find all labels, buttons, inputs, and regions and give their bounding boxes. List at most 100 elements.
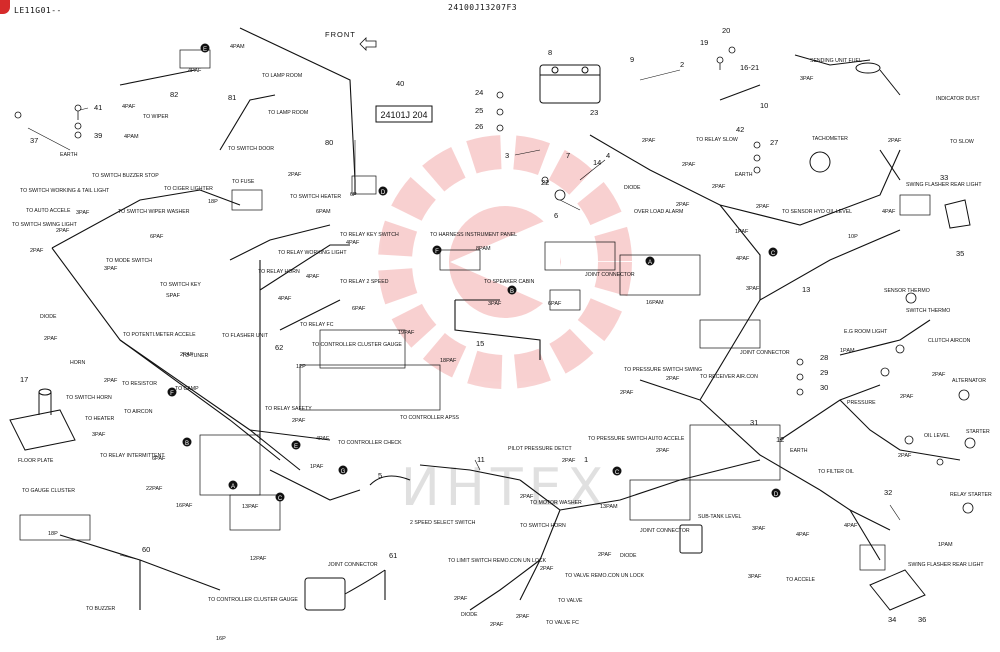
label-camp: TO CAMP (175, 386, 199, 392)
svg-text:F: F (435, 249, 439, 255)
conn-4paf-flasher: 4PAF (882, 209, 896, 215)
hardware-symbols (14, 46, 976, 514)
label-pilot-pressure: PILOT PRESSURE DETCT (508, 446, 572, 452)
conn-4paf-fc: 4PAF (278, 296, 292, 302)
marker-b-1: B (507, 285, 517, 295)
conn-12p: 12P (296, 364, 306, 370)
label-lamp-room-1: TO LAMP ROOM (262, 73, 302, 79)
marker-e-2: E (291, 440, 301, 450)
conn-2paf-auto: 2PAF (656, 448, 670, 454)
callout-6: 6 (554, 211, 558, 220)
callout-80: 80 (325, 138, 333, 147)
conn-2paf-fuse: 2PAF (288, 172, 302, 178)
conn-3paf-c: 3PAF (746, 286, 760, 292)
label-switch-key: TO SWITCH KEY (160, 282, 201, 288)
label-relay-fc: TO RELAY FC (300, 322, 334, 328)
front-arrow-icon (359, 37, 377, 51)
conn-19paf: 19PAF (398, 330, 415, 336)
conn-4paf-wiper: 4PAF (122, 104, 136, 110)
label-switch-thermo: SWITCH THERMO (906, 308, 950, 314)
conn-2paf-pr-sw: 2PAF (620, 390, 634, 396)
callout-17: 17 (20, 375, 28, 384)
drawing-code: LE11G01-- (14, 6, 62, 15)
harness-wires (51, 27, 961, 611)
label-earth-37: EARTH (60, 152, 78, 158)
label-switch-door: TO SWITCH DOOR (228, 146, 274, 152)
callout-13: 13 (802, 285, 810, 294)
callout-60: 60 (142, 545, 150, 554)
label-floor-plate: FLOOR PLATE (18, 458, 54, 464)
callout-22: 22 (541, 178, 549, 187)
callout-20: 20 (722, 26, 730, 35)
callout-28: 28 (820, 353, 828, 362)
conn-2paf-safety: 2PAF (292, 418, 306, 424)
marker-a-2: A (228, 480, 238, 490)
label-filter-oil: TO FILTER OIL (818, 469, 854, 475)
conn-18p: 18P (48, 531, 58, 537)
conn-12paf: 12PAF (250, 556, 267, 562)
conn-1pam-r: 1PAM (938, 542, 953, 548)
callout-16-21: 16-21 (740, 63, 759, 72)
marker-d-1: D (378, 186, 388, 196)
marker-g-1: G (338, 465, 348, 475)
conn-2paf-ol: 2PAF (676, 202, 690, 208)
svg-text:D: D (774, 492, 779, 498)
marker-a-1: A (645, 256, 655, 266)
component-tachometer (809, 151, 831, 173)
front-indicator: FRONT (325, 30, 377, 51)
conn-6paf-speaker: 6PAF (548, 301, 562, 307)
conn-4paf-horn: 4PAF (306, 274, 320, 280)
watermark-text: ИНТЕХ (401, 458, 609, 518)
svg-text:E: E (294, 444, 298, 450)
label-2speed-select-switch: 2 SPEED SELECT SWITCH (410, 520, 476, 526)
callout-82: 82 (170, 90, 178, 99)
conn-4paf-accele: 4PAF (796, 532, 810, 538)
label-sub-tank-level: SUB-TANK LEVEL (698, 514, 742, 520)
label-limit-switch: TO LIMIT SWITCH REMO.CON UN LOCK (448, 558, 547, 564)
callout-23: 23 (590, 108, 598, 117)
conn-2paf-sensor: 2PAF (756, 204, 770, 210)
label-switch-working-tail: TO SWITCH WORKING & TAIL LIGHT (20, 188, 110, 194)
corner-badge (0, 0, 10, 14)
conn-13pam: 13PAM (600, 504, 618, 510)
conn-2paf-oil: 2PAF (898, 453, 912, 459)
callout-14: 14 (593, 158, 601, 167)
conn-spaf: SPAF (166, 293, 181, 299)
label-cigar-lighter: TO CIGER LIGHTER (164, 186, 213, 192)
callout-39: 39 (94, 131, 102, 140)
callout-31: 31 (750, 418, 758, 427)
label-controller-cluster: TO CONTROLLER CLUSTER GAUGE (312, 342, 402, 348)
conn-4paf-r: 4PAF (844, 523, 858, 529)
conn-2paf-slow: 2PAF (682, 162, 696, 168)
callout-42: 42 (736, 125, 744, 134)
callout-26: 26 (475, 122, 483, 131)
label-harness-panel: TO HARNESS INSTRUMENT PANEL (430, 232, 517, 238)
svg-text:C: C (278, 496, 283, 502)
conn-2paf-clutch: 2PAF (932, 372, 946, 378)
label-resistor: TO RESISTOR (122, 381, 157, 387)
callout-15: 15 (476, 339, 484, 348)
label-heater: TO HEATER (85, 416, 114, 422)
callout-8: 8 (548, 48, 552, 57)
conn-13paf: 13PAF (242, 504, 259, 510)
marker-f-1: F (432, 245, 442, 255)
conn-10p: 10P (848, 234, 858, 240)
conn-6paf-relay: 6PAF (352, 306, 366, 312)
label-starter: STARTER (966, 429, 990, 435)
label-to-valve: TO VALVE (558, 598, 583, 604)
callout-30: 30 (820, 383, 828, 392)
callout-32: 32 (884, 488, 892, 497)
label-receiver-aircon: TO RECEIVER AIR.CON (700, 374, 758, 380)
conn-2paf-diode-b: 2PAF (598, 552, 612, 558)
label-relay-working-light: TO RELAY WORKING LIGHT (278, 250, 347, 256)
conn-3paf-heater: 3PAF (92, 432, 106, 438)
front-label: FRONT (325, 30, 356, 39)
svg-text:G: G (341, 469, 346, 475)
label-joint-connector-2: JOINT CONNECTOR (740, 350, 790, 356)
conn-4pam-top: 4PAM (230, 44, 245, 50)
callout-29: 29 (820, 368, 828, 377)
callout-9: 9 (630, 55, 634, 64)
conn-2paf-diode: 2PAF (44, 336, 58, 342)
